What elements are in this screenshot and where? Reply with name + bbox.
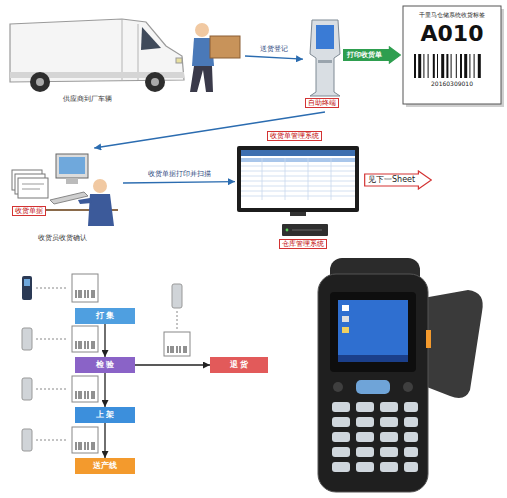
node-label: 见下一Sheet bbox=[368, 175, 415, 185]
edge-label: 送货登记 bbox=[259, 45, 289, 53]
scan-dashes bbox=[36, 288, 177, 440]
process-box: 送产线 bbox=[75, 458, 135, 474]
node-label: 千里马仓储系统收货标签 bbox=[419, 11, 485, 18]
barcode bbox=[412, 54, 492, 78]
process-box: 打 集 bbox=[75, 308, 135, 324]
node-label: 检 验 bbox=[96, 360, 115, 370]
barcode-stripes bbox=[76, 290, 186, 450]
node-label: 20160309010 bbox=[431, 80, 473, 87]
process-box: 检 验 bbox=[75, 357, 135, 373]
print-arrow: 打印收货单 bbox=[343, 46, 401, 64]
operator-illustration bbox=[12, 154, 118, 226]
process-box: 上 架 bbox=[75, 407, 135, 423]
node-label: 上 架 bbox=[96, 410, 115, 420]
node-label: 收货单据 bbox=[12, 206, 46, 216]
flow-arrow bbox=[245, 56, 303, 59]
flow-arrow bbox=[104, 423, 105, 458]
vehicle-group: 供应商到厂车辆 bbox=[5, 4, 245, 108]
next-sheet-arrow: 见下一Sheet bbox=[364, 170, 432, 190]
flow-arrow bbox=[104, 373, 105, 407]
node-label: 退 货 bbox=[230, 360, 249, 370]
management-screen: 收货单管理系统 bbox=[235, 130, 360, 216]
node-label: 自助终端 bbox=[305, 98, 339, 108]
scan-icons bbox=[22, 276, 182, 451]
flow-arrow bbox=[123, 182, 235, 183]
server-box: 仓库管理系统 bbox=[272, 220, 338, 254]
flow-arrow bbox=[104, 324, 105, 357]
node-label: 收货单管理系统 bbox=[267, 131, 322, 141]
document-icons bbox=[72, 274, 190, 453]
node-label: 打印收货单 bbox=[347, 51, 382, 59]
edge-label: 收货单据打印并扫描 bbox=[147, 170, 212, 178]
receiving-clerk: 收货单据收货员收货确认 bbox=[8, 148, 123, 248]
ticket-paper bbox=[403, 6, 504, 107]
kiosk-illustration bbox=[310, 20, 340, 96]
node-label: 供应商到厂车辆 bbox=[63, 95, 112, 103]
node-label: A010 bbox=[421, 21, 484, 47]
process-box: 退 货 bbox=[210, 357, 268, 373]
delivery-van bbox=[10, 19, 184, 92]
barcode-label: 千里马仓储系统收货标签 A010 20160309010 bbox=[403, 6, 501, 104]
node-label: 送产线 bbox=[93, 461, 117, 471]
node-label: 仓库管理系统 bbox=[279, 239, 327, 249]
node-label: 收货员收货确认 bbox=[38, 234, 87, 242]
delivery-man bbox=[190, 23, 240, 92]
monitor-illustration bbox=[237, 146, 359, 216]
handheld-terminal bbox=[318, 258, 483, 492]
kiosk-terminal: 自助终端 bbox=[303, 16, 347, 112]
node-label: 打 集 bbox=[96, 311, 115, 321]
server-illustration bbox=[282, 224, 328, 236]
flow-arrow bbox=[135, 364, 210, 365]
flow-arrow bbox=[94, 112, 325, 148]
